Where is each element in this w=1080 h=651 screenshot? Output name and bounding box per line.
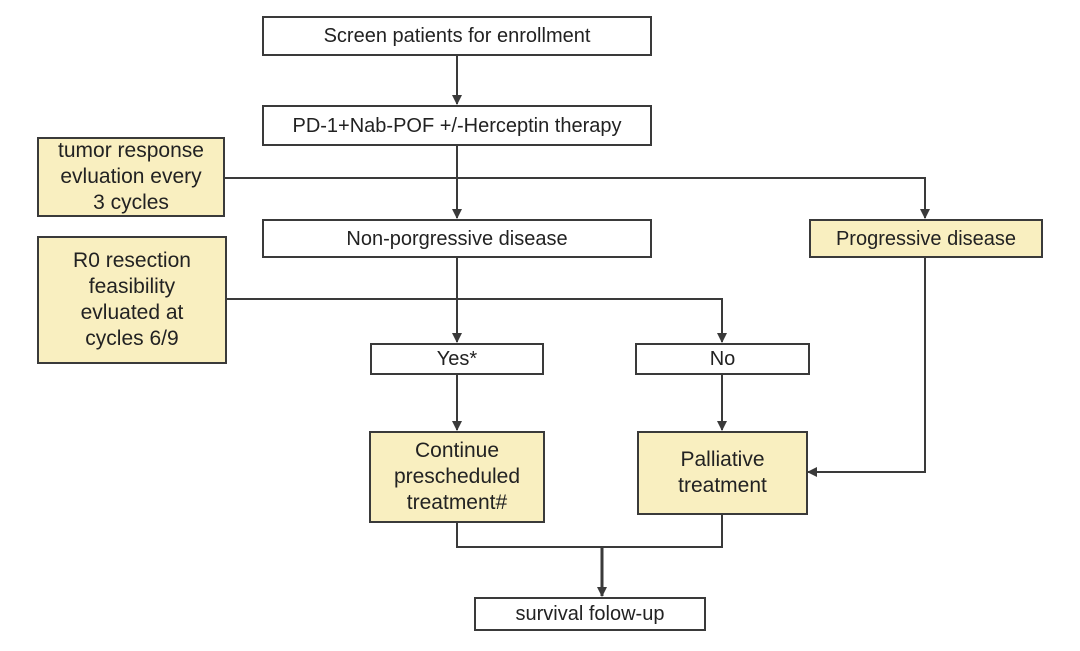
- screen-patients-box: Screen patients for enrollment: [262, 16, 652, 56]
- progressive-disease-box: Progressive disease: [809, 219, 1043, 258]
- palliative-treatment-box: Palliative treatment: [637, 431, 808, 515]
- arrow-tumor-eval-to-progressive: [225, 177, 930, 219]
- no-box: No: [635, 343, 810, 375]
- survival-follow-up-box: survival folow-up: [474, 597, 706, 631]
- yes-box: Yes*: [370, 343, 544, 375]
- r0-resection-evaluation-box: R0 resection feasibility evluated at cyc…: [37, 236, 227, 364]
- arrow-progressive-to-palliative: [807, 258, 926, 477]
- non-progressive-disease-box: Non-porgressive disease: [262, 219, 652, 258]
- therapy-box: PD-1+Nab-POF +/-Herceptin therapy: [262, 105, 652, 146]
- arrow-r0-eval-to-no: [227, 298, 727, 343]
- tumor-response-evaluation-box: tumor response evluation every 3 cycles: [37, 137, 225, 217]
- continue-prescheduled-treatment-box: Continue prescheduled treatment#: [369, 431, 545, 523]
- connector-continue-merge: [456, 515, 723, 548]
